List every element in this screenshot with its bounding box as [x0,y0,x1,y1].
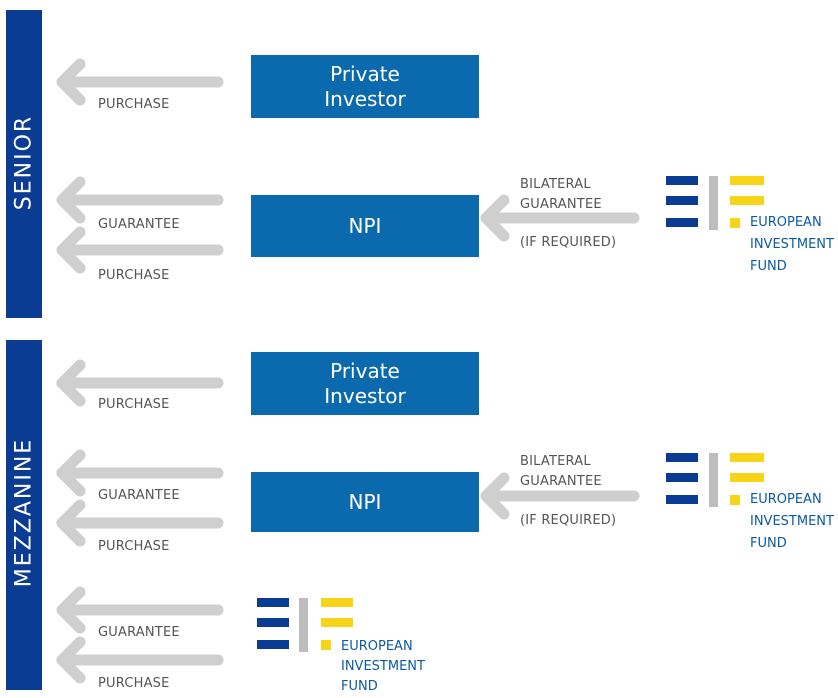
guarantee-label: GUARANTEE [98,217,180,232]
eif-mark-icon [666,453,764,507]
eif-name-line1: EUROPEAN [341,639,413,654]
eif-mark-icon [257,598,353,652]
purchase-label: PURCHASE [98,268,170,283]
guarantee-label: GUARANTEE [520,474,602,489]
eif-name-line3: FUND [750,536,787,551]
eif-name-line3: FUND [750,259,787,274]
arrow-purchase2-mezz [62,505,218,541]
eif-mark-icon [666,176,764,230]
senior-section-bar [6,10,42,318]
eif-logo-mezzanine: EUROPEAN INVESTMENT FUND [666,453,838,563]
private-investor-label: Private Investor [324,61,406,111]
eif-name-line1: EUROPEAN [750,215,822,230]
purchase-label: PURCHASE [98,397,170,412]
bilateral-label: BILATERAL [520,177,591,192]
eif-name-line2: INVESTMENT [750,514,834,529]
eif-logo-mezzanine-direct: EUROPEAN INVESTMENT FUND [257,598,437,698]
guarantee-label: GUARANTEE [98,625,180,640]
private-investor-box-senior: Private Investor [251,55,479,118]
npi-label: NPI [348,489,382,514]
npi-box-mezzanine: NPI [251,472,479,532]
guarantee-label: GUARANTEE [98,488,180,503]
purchase-label: PURCHASE [98,676,170,691]
eif-name-line2: INVESTMENT [750,237,834,252]
private-investor-box-mezzanine: Private Investor [251,352,479,415]
arrow-purchase-senior [62,64,218,100]
private-investor-label: Private Investor [324,358,406,408]
arrow-guarantee-senior [62,182,218,218]
arrow-purchase-mezz [62,365,218,401]
purchase-label: PURCHASE [98,97,170,112]
purchase-label: PURCHASE [98,539,170,554]
guarantee-label: GUARANTEE [520,197,602,212]
eif-name-line2: INVESTMENT [341,659,425,674]
arrow-guarantee3-mezz [62,592,218,628]
eif-name-line3: FUND [341,679,378,694]
eif-logo-senior: EUROPEAN INVESTMENT FUND [666,176,838,286]
if-required-label: (IF REQUIRED) [520,513,617,528]
npi-label: NPI [348,213,382,238]
mezzanine-section-bar [6,340,42,690]
arrow-purchase3-mezz [62,642,218,678]
npi-box-senior: NPI [251,195,479,257]
if-required-label: (IF REQUIRED) [520,235,617,250]
arrow-purchase2-senior [62,232,218,268]
eif-name-line1: EUROPEAN [750,492,822,507]
arrow-guarantee-mezz [62,455,218,491]
bilateral-label: BILATERAL [520,454,591,469]
